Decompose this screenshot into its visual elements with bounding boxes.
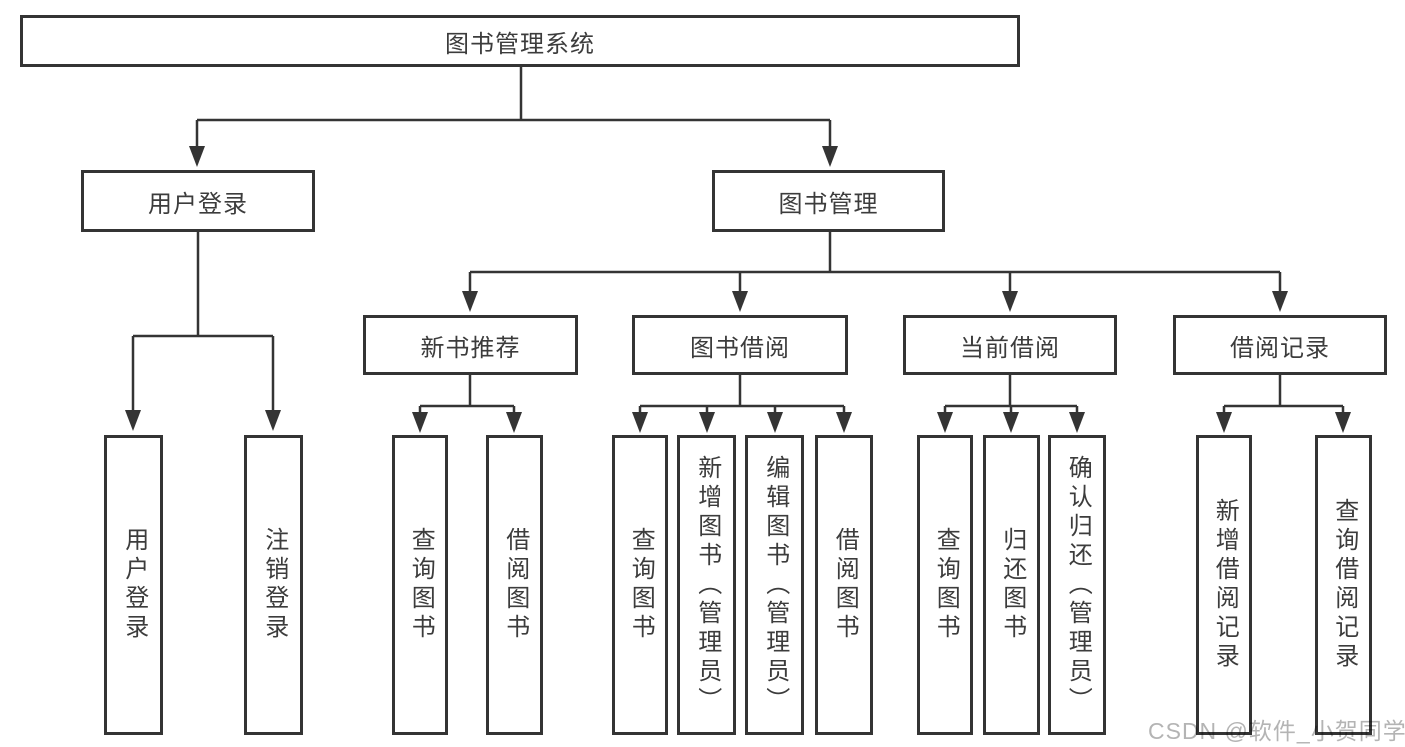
node-book-management: 图书管理 [712,170,945,232]
leaf-return-books: 归还图书 [983,435,1040,735]
csdn-watermark: CSDN @软件_小贺同学 [1148,718,1405,744]
node-label: 查询图书 [932,527,960,643]
node-label: 确认归还（管理员） [1064,454,1092,716]
leaf-user-login: 用户登录 [104,435,163,735]
node-label: 新书推荐 [420,334,521,362]
node-label: 图书借阅 [690,334,790,362]
leaf-borrow-books: 借阅图书 [815,435,873,735]
leaf-borrow-books-recommend: 借阅图书 [486,435,543,735]
node-label: 用户登录 [148,190,248,218]
leaf-query-books-current: 查询图书 [917,435,973,735]
node-label: 当前借阅 [960,334,1060,362]
node-label: 图书管理 [778,190,879,218]
node-label: 查询图书 [627,527,655,643]
leaf-logout: 注销登录 [244,435,303,735]
node-current-borrowing: 当前借阅 [903,315,1117,375]
node-label: 编辑图书（管理员） [761,454,789,716]
node-user-login: 用户登录 [81,170,315,232]
node-label: 查询图书 [407,527,435,643]
node-label: 用户登录 [120,527,148,643]
node-label: 借阅记录 [1230,334,1330,362]
node-label: 图书管理系统 [445,30,595,58]
leaf-add-books-admin: 新增图书（管理员） [677,435,736,735]
node-label: 归还图书 [998,527,1026,643]
node-label: 新增图书（管理员） [693,454,721,716]
leaf-query-books-recommend: 查询图书 [392,435,448,735]
leaf-query-borrow-record: 查询借阅记录 [1315,435,1372,735]
leaf-add-borrow-record: 新增借阅记录 [1196,435,1252,735]
node-book-borrowing: 图书借阅 [632,315,848,375]
leaf-confirm-return-admin: 确认归还（管理员） [1048,435,1106,735]
node-label: 借阅图书 [831,527,859,643]
node-label: 借阅图书 [501,527,529,643]
node-label: 新增借阅记录 [1211,498,1239,672]
node-label: 注销登录 [260,527,288,643]
node-label: 查询借阅记录 [1330,498,1358,672]
node-new-book-recommendation: 新书推荐 [363,315,578,375]
node-borrowing-records: 借阅记录 [1173,315,1387,375]
leaf-query-books-borrowing: 查询图书 [612,435,668,735]
node-library-management-system: 图书管理系统 [20,15,1020,67]
leaf-edit-books-admin: 编辑图书（管理员） [745,435,804,735]
